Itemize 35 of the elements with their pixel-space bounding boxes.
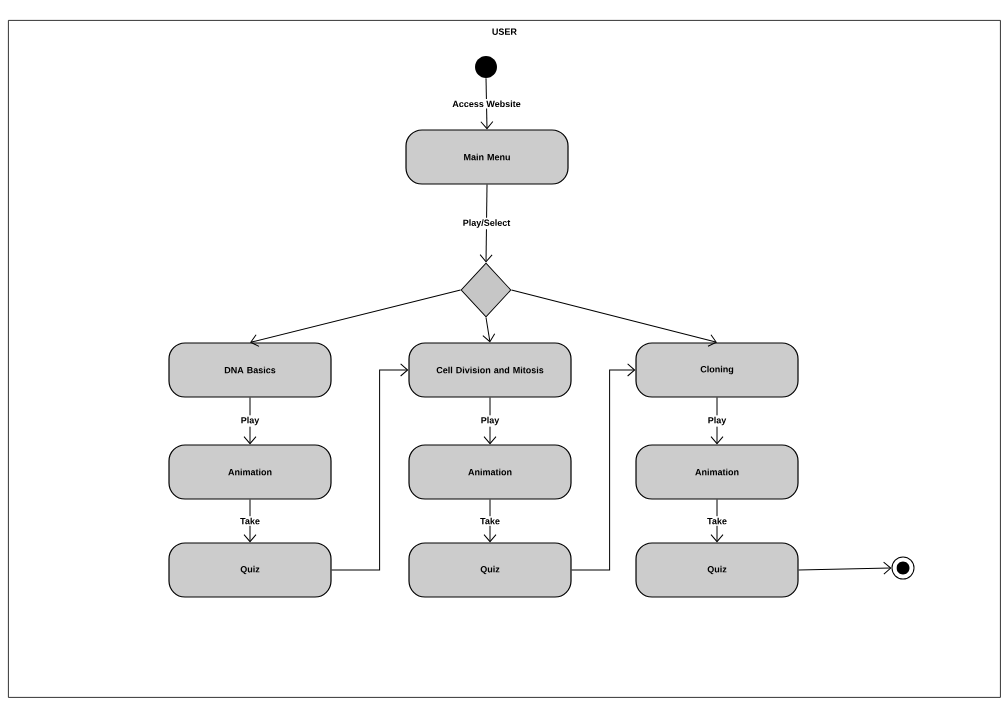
activity-box: Quiz — [408, 542, 572, 598]
arrow — [710, 499, 724, 543]
activity-box: Main Menu — [405, 129, 569, 185]
arrow — [479, 184, 493, 263]
arrow — [480, 77, 494, 130]
activity-box: Animation — [635, 444, 799, 500]
end-node — [891, 556, 915, 580]
edge-label: Play/Select — [461, 217, 512, 230]
arrow — [482, 317, 496, 343]
edge-label: Take — [238, 516, 262, 526]
arrow — [798, 561, 892, 575]
arrow — [571, 363, 636, 571]
arrow — [483, 397, 497, 445]
activity-box: Animation — [408, 444, 572, 500]
edge-label: Access Website — [450, 99, 523, 109]
activity-box: Cloning — [635, 342, 799, 398]
edge-label: Play — [479, 415, 501, 427]
activity-box: Quiz — [168, 542, 332, 598]
activity-box: Quiz — [635, 542, 799, 598]
edge-label: Take — [478, 516, 502, 526]
arrow — [243, 499, 257, 543]
edge-label: Play — [239, 415, 261, 427]
arrow — [243, 397, 257, 445]
edge-label: Play — [706, 415, 728, 427]
arrow — [250, 289, 461, 347]
arrow — [511, 289, 717, 347]
activity-box: Animation — [168, 444, 332, 500]
edge-label: Take — [705, 516, 729, 526]
arrow — [483, 499, 497, 543]
arrow — [710, 397, 724, 445]
start-node — [475, 56, 497, 78]
arrow — [331, 363, 409, 571]
decision-diamond — [460, 262, 512, 318]
activity-box: DNA Basics — [168, 342, 332, 398]
activity-box: Cell Division and Mitosis — [408, 342, 572, 398]
